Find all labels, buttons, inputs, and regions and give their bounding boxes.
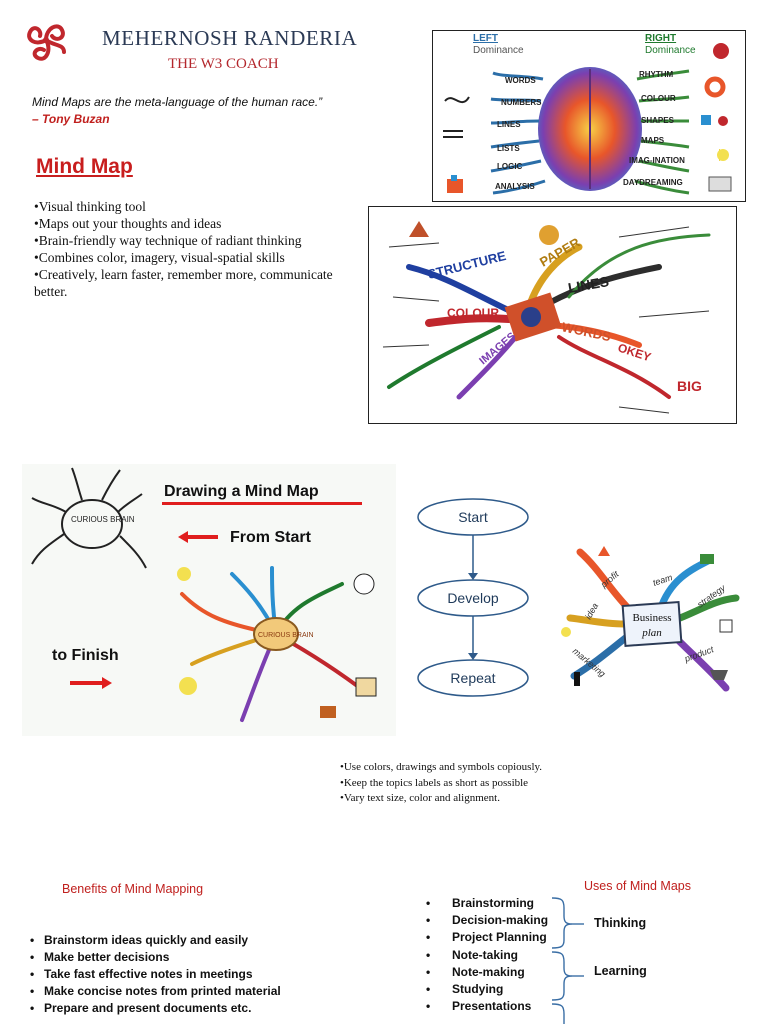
- left-dominance-label: Dominance: [473, 45, 524, 56]
- list-item: Brainstorming: [426, 895, 576, 912]
- right-item: IMAG-INATION: [629, 156, 685, 165]
- branch-label: OKEY: [616, 341, 653, 365]
- armchair-icon: [708, 176, 732, 192]
- curly-brace-icon: [551, 897, 584, 1024]
- uses-group-learning: Learning: [594, 964, 647, 978]
- drawing-mind-map-image: Drawing a Mind Map From Start to Finish …: [22, 464, 396, 736]
- list-item: •Keep the topics labels as short as poss…: [340, 776, 529, 789]
- list-item: Project Planning: [426, 929, 576, 946]
- uses-list: Brainstorming Decision-making Project Pl…: [426, 895, 576, 1015]
- right-item: COLOUR: [641, 94, 676, 103]
- team-icon: [700, 554, 714, 564]
- flow-step-repeat: Repeat: [450, 670, 495, 686]
- list-item: •Creatively, learn faster, remember more…: [34, 267, 333, 299]
- list-item: •Visual thinking tool: [34, 199, 146, 214]
- left-item: WORDS: [505, 76, 536, 85]
- to-finish-label: to Finish: [52, 647, 119, 664]
- left-item: LISTS: [497, 144, 520, 153]
- business-plan-mind-map-image: Business plan profit team strategy idea …: [560, 540, 744, 706]
- quote-text: Mind Maps are the meta-language of the h…: [32, 95, 323, 109]
- face-icon: [353, 573, 375, 595]
- uses-group-thinking: Thinking: [594, 916, 647, 930]
- business-plan-illustration: Business plan profit team strategy idea …: [561, 546, 740, 692]
- curious-brain-label: CURIOUS BRAIN: [71, 515, 135, 524]
- mind-map-title: Mind Map: [36, 155, 133, 178]
- list-item: Make concise notes from printed material: [30, 983, 360, 1000]
- branch-label: STRUCTURE: [426, 248, 508, 282]
- start-develop-repeat-flow: Start Develop Repeat: [417, 498, 529, 697]
- branch-label: BIG: [677, 378, 702, 394]
- list-lines-icon: [443, 130, 463, 138]
- list-item: •Maps out your thoughts and ideas: [34, 216, 222, 231]
- left-item: NUMBERS: [501, 98, 542, 107]
- drawing-mind-map-illustration: Drawing a Mind Map From Start to Finish …: [31, 467, 377, 722]
- benefits-title: Benefits of Mind Mapping: [62, 882, 204, 896]
- bar-chart-icon: [598, 546, 610, 556]
- quote-author: – Tony Buzan: [32, 112, 110, 126]
- list-item: Make better decisions: [30, 949, 360, 966]
- right-item: DAYDREAMING: [623, 178, 683, 187]
- mind-map-tips-list: •Use colors, drawings and symbols copiou…: [340, 760, 760, 807]
- list-item: Presentations: [426, 998, 576, 1015]
- list-item: •Vary text size, color and alignment.: [340, 792, 500, 804]
- light-bulb-icon: [177, 567, 191, 581]
- shapes-icon: [701, 115, 711, 125]
- list-item: Decision-making: [426, 912, 576, 929]
- uses-title: Uses of Mind Maps: [584, 879, 691, 893]
- quote: Mind Maps are the meta-language of the h…: [32, 94, 372, 128]
- left-item: LINES: [497, 120, 521, 129]
- strategy-diagram-icon: [719, 619, 733, 633]
- brand-name: MEHERNOSH RANDERIA: [102, 26, 358, 50]
- brain-illustration: LEFT Dominance RIGHT Dominance WORDS NUM…: [443, 33, 732, 195]
- right-item: MAPS: [641, 136, 665, 145]
- light-bulb-icon: [561, 627, 571, 637]
- list-item: •Brain-friendly way technique of radiant…: [34, 233, 302, 248]
- left-dominance-header: LEFT: [473, 33, 498, 44]
- tree-icon: [409, 221, 429, 237]
- list-item: Brainstorm ideas quickly and easily: [30, 932, 360, 949]
- left-item: LOGIC: [497, 162, 523, 171]
- sun-icon: [179, 677, 197, 695]
- left-item: ANALYSIS: [495, 182, 535, 191]
- branch-label: COLOUR: [447, 306, 499, 320]
- list-item: •Combines color, imagery, visual-spatial…: [34, 250, 285, 265]
- mind-map-sketch: STRUCTURE PAPER LINES COLOUR WORDS IMAGE…: [382, 221, 711, 414]
- list-item: Note-making: [426, 964, 576, 981]
- from-start-label: From Start: [230, 529, 312, 546]
- list-item: Take fast effective notes in meetings: [30, 966, 360, 983]
- mind-map-sketch-image: STRUCTURE PAPER LINES COLOUR WORDS IMAGE…: [368, 206, 737, 424]
- branch-label: idea: [583, 601, 600, 621]
- business-plan-center-line2: plan: [641, 627, 662, 639]
- business-plan-center-line1: Business: [632, 612, 671, 624]
- list-item: Note-taking: [426, 947, 576, 964]
- drawing-title: Drawing a Mind Map: [164, 483, 319, 500]
- flow-step-develop: Develop: [447, 590, 499, 606]
- list-item: Prepare and present documents etc.: [30, 1000, 360, 1017]
- color-wheel-icon: [704, 76, 726, 98]
- cart-icon: [710, 670, 728, 680]
- brand-subtitle: THE W3 COACH: [168, 56, 279, 72]
- curious-brain-center-label: CURIOUS BRAIN: [258, 632, 314, 639]
- triple-spiral-logo-icon: [27, 24, 66, 61]
- person-icon: [574, 672, 580, 686]
- right-dominance-label: Dominance: [645, 45, 696, 56]
- wave-line-icon: [444, 96, 470, 104]
- house-icon: [355, 677, 377, 697]
- list-item: •Use colors, drawings and symbols copiou…: [340, 761, 543, 773]
- right-item: RHYTHM: [639, 70, 674, 79]
- benefits-list: Brainstorm ideas quickly and easily Make…: [30, 932, 360, 1017]
- drum-icon: [713, 43, 729, 59]
- mind-map-bullet-list: •Visual thinking tool •Maps out your tho…: [34, 198, 364, 300]
- list-item: Studying: [426, 981, 576, 998]
- chart-blocks-icon: [447, 179, 463, 193]
- brain-dominance-image: LEFT Dominance RIGHT Dominance WORDS NUM…: [432, 30, 746, 202]
- flow-step-start: Start: [458, 509, 488, 525]
- right-item: SHAPES: [641, 116, 675, 125]
- tree-icon: [539, 225, 559, 245]
- gift-icon: [320, 706, 336, 718]
- branch-label: LINES: [567, 273, 610, 296]
- right-dominance-header: RIGHT: [645, 33, 676, 44]
